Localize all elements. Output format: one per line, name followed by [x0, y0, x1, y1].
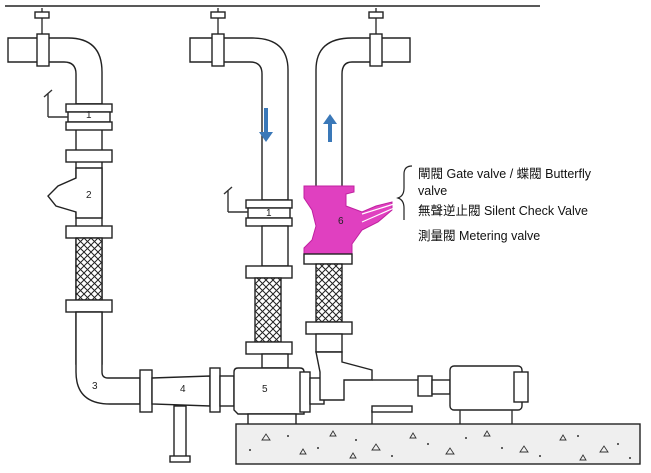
annotation-gate-butterfly: 閘閥 Gate valve / 蝶閥 Butterfly	[418, 166, 592, 181]
annotation-valve-word: valve	[418, 184, 447, 198]
pump-body	[233, 367, 325, 427]
annotation-brace	[396, 165, 413, 220]
label-valve-6: 6	[338, 216, 344, 227]
motor	[371, 365, 529, 428]
flow-down-arrow-icon	[259, 108, 273, 142]
annotation-silent-check: 無聲逆止閥 Silent Check Valve	[418, 203, 588, 218]
right-pipe-run	[303, 33, 411, 401]
annotation-metering: 測量閥 Metering valve	[418, 229, 540, 243]
label-valve-1-left: 1	[86, 110, 92, 121]
silent-check-valve	[303, 185, 393, 255]
left-pipe-run	[7, 33, 141, 405]
middle-pipe-run	[189, 33, 293, 369]
label-pump-5: 5	[262, 384, 268, 395]
label-valve-1-middle: 1	[266, 208, 272, 219]
hanger-rods	[34, 8, 384, 38]
label-elbow-3: 3	[92, 381, 98, 392]
reducer-segment	[139, 367, 235, 463]
flow-up-arrow-icon	[323, 114, 337, 142]
label-reducer-4: 4	[180, 384, 186, 395]
label-strainer-2: 2	[86, 190, 92, 201]
concrete-base	[235, 423, 641, 465]
